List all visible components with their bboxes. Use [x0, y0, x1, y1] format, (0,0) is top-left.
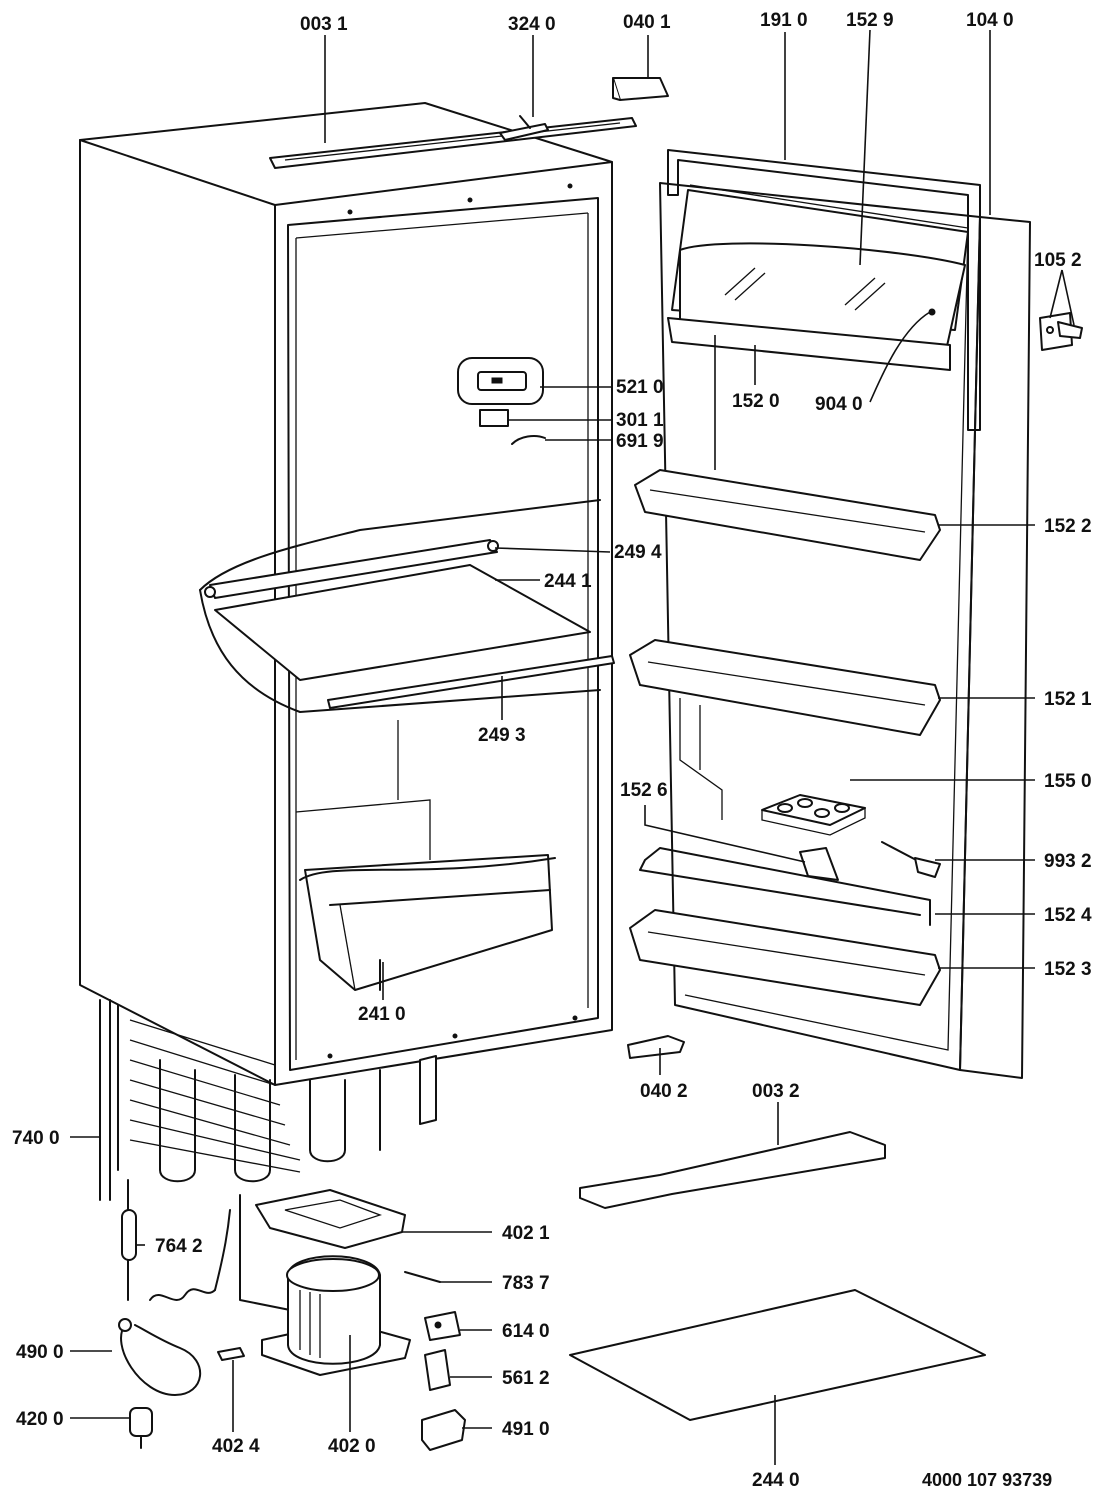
- door-bin-152-1: [629, 639, 941, 820]
- compressor-tray-402-1: [239, 1189, 406, 1311]
- label-993-2: 993 2: [1044, 851, 1092, 872]
- glass-shelf-244-1: [204, 539, 591, 681]
- label-904-0: 904 0: [815, 394, 863, 415]
- label-241-0: 241 0: [358, 1004, 406, 1025]
- compressor-402-0: [261, 1255, 411, 1376]
- leader-lines: [70, 29, 1075, 1465]
- part-labels: 003 1 324 0 040 1 191 0 152 9 104 0 105 …: [12, 10, 1092, 1491]
- clip-324-0: [499, 115, 549, 141]
- label-003-2: 003 2: [752, 1081, 800, 1102]
- label-491-0: 491 0: [502, 1419, 550, 1440]
- egg-tray-155-0: [761, 794, 866, 836]
- thermostat-panel-521-0: [457, 357, 544, 405]
- door: [659, 149, 1031, 1079]
- label-105-2: 105 2: [1034, 250, 1082, 271]
- overload-561-2: [424, 1349, 451, 1391]
- plinth-strip-003-2: [579, 1131, 886, 1209]
- label-764-2: 764 2: [155, 1236, 203, 1257]
- condenser-740-0: [99, 999, 437, 1201]
- label-152-3: 152 3: [1044, 959, 1092, 980]
- label-040-1: 040 1: [623, 12, 671, 33]
- clip-402-4: [217, 1347, 245, 1361]
- dairy-compartment-152-9: [667, 189, 969, 371]
- label-402-1: 402 1: [502, 1223, 550, 1244]
- label-740-0: 740 0: [12, 1128, 60, 1149]
- label-402-4: 402 4: [212, 1436, 260, 1457]
- label-040-2: 040 2: [640, 1081, 688, 1102]
- crisper-drawer-241-0: [299, 854, 556, 991]
- label-490-0: 490 0: [16, 1342, 64, 1363]
- label-152-1: 152 1: [1044, 689, 1092, 710]
- label-plate-301-1: [479, 409, 509, 427]
- document-number: 4000 107 93739: [922, 1470, 1052, 1490]
- door-bin-152-3: [629, 909, 941, 1006]
- label-104-0: 104 0: [966, 10, 1014, 31]
- label-521-0: 521 0: [616, 377, 664, 398]
- label-244-1: 244 1: [544, 571, 592, 592]
- label-249-4: 249 4: [614, 542, 662, 563]
- trim-249-3: [327, 655, 615, 709]
- label-614-0: 614 0: [502, 1321, 550, 1342]
- label-301-1: 301 1: [616, 410, 664, 431]
- capillary-764-2: [121, 1179, 231, 1301]
- door-bin-152-2: [634, 469, 941, 561]
- hinge-105-2: [1039, 312, 1083, 351]
- label-244-0: 244 0: [752, 1470, 800, 1491]
- relay-614-0: [424, 1311, 461, 1341]
- bracket-040-2: [627, 1035, 685, 1059]
- sensor-691-9: [511, 435, 546, 445]
- label-152-0: 152 0: [732, 391, 780, 412]
- label-783-7: 783 7: [502, 1273, 550, 1294]
- label-003-1: 003 1: [300, 14, 348, 35]
- label-420-0: 420 0: [16, 1409, 64, 1430]
- label-155-0: 155 0: [1044, 771, 1092, 792]
- hinge-bracket-040-1: [612, 77, 669, 101]
- label-152-9: 152 9: [846, 10, 894, 31]
- label-152-4: 152 4: [1044, 905, 1092, 926]
- label-561-2: 561 2: [502, 1368, 550, 1389]
- clip-152-6: [799, 847, 839, 881]
- bottle-guard-152-4: [639, 847, 931, 926]
- power-cord-490-0: [118, 1318, 201, 1396]
- capacitor-420-0: [129, 1407, 153, 1449]
- label-191-0: 191 0: [760, 10, 808, 31]
- fitting-783-7: [404, 1271, 441, 1283]
- label-324-0: 324 0: [508, 14, 556, 35]
- label-249-3: 249 3: [478, 725, 526, 746]
- label-152-6: 152 6: [620, 780, 668, 801]
- label-691-9: 691 9: [616, 431, 664, 452]
- glass-plate-244-0: [569, 1289, 986, 1421]
- cover-491-0: [421, 1409, 466, 1451]
- label-152-2: 152 2: [1044, 516, 1092, 537]
- label-402-0: 402 0: [328, 1436, 376, 1457]
- switch-993-2: [881, 841, 941, 878]
